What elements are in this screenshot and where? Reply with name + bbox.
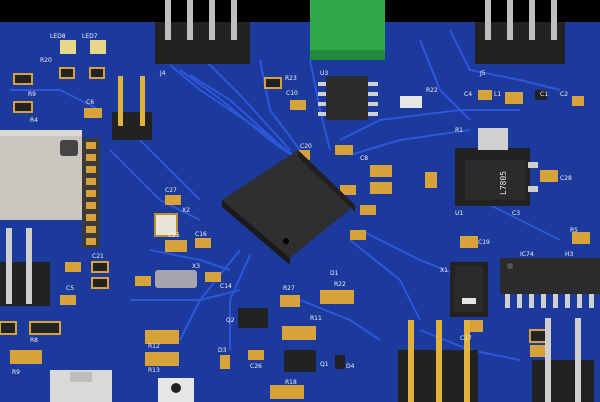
label-r12: R12 [148, 343, 160, 350]
label-r9: R9 [28, 91, 36, 98]
crystal-x1 [450, 262, 488, 317]
label-r27: R27 [283, 285, 295, 292]
header-j4: J4 [155, 0, 250, 77]
label-r22-top: R22 [426, 87, 438, 94]
label-c25: C25 [168, 232, 180, 239]
board-edge-top [0, 0, 600, 22]
header-bottom-right [532, 318, 594, 402]
label-r23: R23 [285, 75, 297, 82]
label-x1: X1 [440, 267, 448, 274]
regulator-marking: L7805 [499, 171, 508, 195]
label-c5: C5 [66, 285, 74, 292]
label-d1: D1 [330, 270, 339, 277]
label-d4: D4 [346, 363, 355, 370]
label-c1: C1 [540, 91, 548, 98]
label-r20: R20 [40, 57, 52, 64]
header-left-bottom [0, 228, 50, 306]
soic-chip [318, 76, 378, 120]
label-u1: U1 [455, 210, 463, 217]
label-r9b: R9 [12, 369, 20, 376]
label-r5: R5 [570, 227, 578, 234]
label-c16: C16 [195, 231, 207, 238]
passive-components [0, 67, 590, 399]
label-r4: R4 [30, 117, 38, 124]
label-r11: R11 [310, 315, 322, 322]
label-c19: C19 [478, 239, 490, 246]
label-c28: C28 [560, 175, 572, 182]
transistor-q2 [238, 308, 268, 328]
label-r1: R1 [455, 127, 463, 134]
silkscreen-labels: R20 R9 R4 C6 R23 C10 R22 C4 L1 C2 C1 C20… [12, 57, 578, 386]
label-c6: C6 [86, 99, 94, 106]
label-ic74: IC74 [520, 251, 534, 258]
label-u3: U3 [320, 70, 328, 77]
label-c26: C26 [250, 363, 262, 370]
label-d3: D3 [218, 347, 227, 354]
terminal-block-green: U3 [310, 0, 385, 77]
header-bottom-center [398, 320, 478, 402]
label-h3: H3 [565, 251, 574, 258]
mcu-qfn [222, 150, 355, 265]
label-c21: C21 [92, 253, 104, 260]
label-led7: LED7 [82, 33, 98, 40]
crystal-x2 [154, 213, 178, 237]
label-c14: C14 [220, 283, 232, 290]
label-c4: C4 [464, 91, 472, 98]
label-c8: C8 [360, 155, 368, 162]
push-button [50, 370, 112, 402]
regulator-dpak: L7805 [455, 128, 538, 206]
ic-soic16 [500, 258, 600, 308]
crystal-x3 [155, 270, 197, 288]
transistor-q1 [284, 350, 316, 372]
label-r18: R18 [285, 379, 297, 386]
button-small [158, 378, 194, 402]
header-2pin [112, 76, 152, 140]
label-c3: C3 [512, 210, 520, 217]
label-j5: J5 [479, 70, 486, 77]
label-x2: X2 [182, 207, 190, 214]
led-pair: LED8 LED7 [50, 33, 106, 54]
label-j4: J4 [159, 70, 166, 77]
module-can [0, 130, 100, 248]
label-c20: C20 [300, 143, 312, 150]
label-c27: C27 [165, 187, 177, 194]
label-q2: Q2 [226, 317, 235, 324]
label-led8: LED8 [50, 33, 66, 40]
label-q1: Q1 [320, 361, 329, 368]
label-c10: C10 [286, 90, 298, 97]
label-x3: X3 [192, 263, 200, 270]
label-r22: R22 [334, 281, 346, 288]
label-l1: L1 [494, 91, 501, 98]
label-c2: C2 [560, 91, 568, 98]
label-c17: C17 [460, 335, 472, 342]
label-r8: R8 [30, 337, 38, 344]
label-r13: R13 [148, 367, 160, 374]
header-j5: J5 [475, 0, 565, 77]
